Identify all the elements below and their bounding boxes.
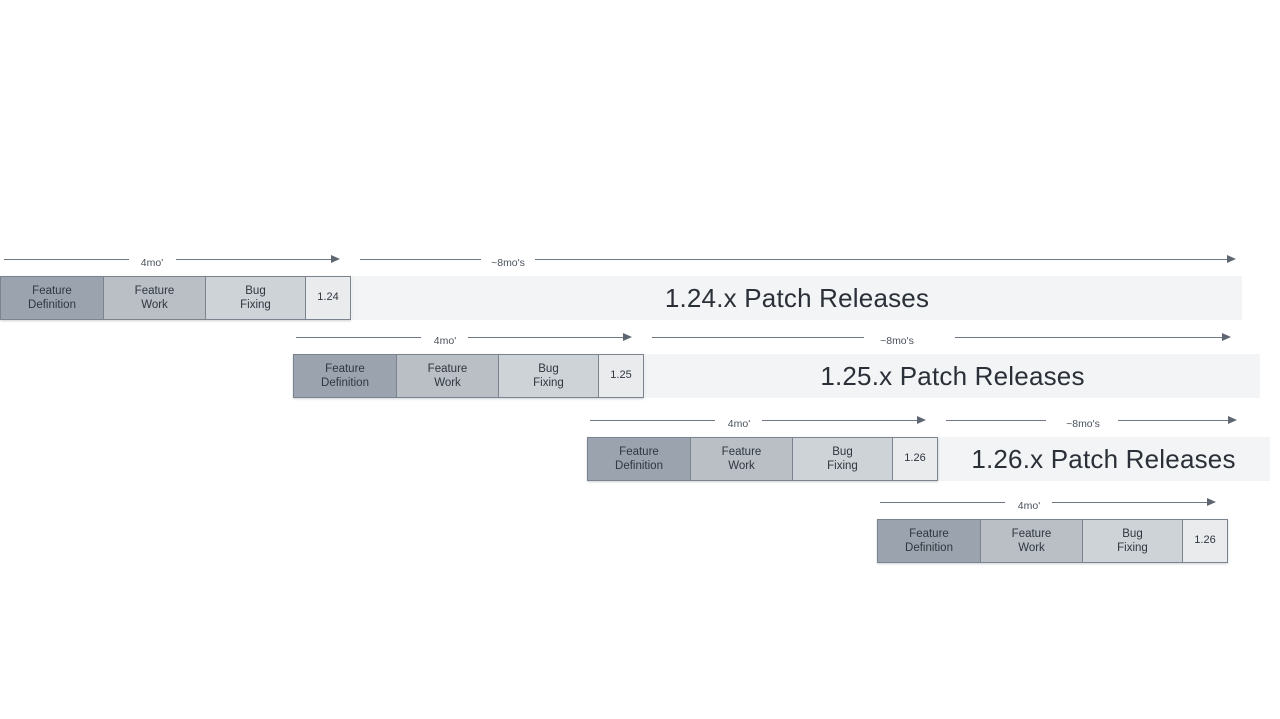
dev-arrow-left-segment-126 (590, 420, 715, 421)
phase-row-126: Feature Definition Feature Work Bug Fixi… (587, 437, 938, 481)
phase-label-line1: Feature (721, 445, 762, 458)
dev-arrow-right-segment-124 (176, 259, 331, 260)
phase-row-124: Feature Definition Feature Work Bug Fixi… (0, 276, 351, 320)
phase-feature-definition-125[interactable]: Feature Definition (293, 354, 397, 398)
phase-label-line2: Fixing (240, 299, 271, 311)
phase-bug-fixing-126[interactable]: Bug Fixing (792, 437, 893, 481)
phase-feature-definition-127[interactable]: Feature Definition (877, 519, 981, 563)
phase-label-line1: Bug (538, 362, 559, 375)
patch-arrow-left-segment-124 (360, 259, 481, 260)
patch-band-126: 1.26.x Patch Releases (937, 437, 1270, 481)
phase-row-125: Feature Definition Feature Work Bug Fixi… (293, 354, 644, 398)
phase-feature-work-124[interactable]: Feature Work (103, 276, 206, 320)
phase-label-line2: Fixing (827, 460, 858, 472)
phase-label-line1: Feature (1011, 527, 1052, 540)
dev-arrow-head-124 (331, 255, 340, 263)
phase-version-126[interactable]: 1.26 (892, 437, 938, 481)
version-label: 1.26 (1194, 534, 1216, 547)
phase-label-line2: Definition (615, 460, 663, 472)
phase-label-line1: Feature (134, 284, 175, 297)
dev-arrow-label-126: 4mo' (727, 418, 751, 430)
phase-version-125[interactable]: 1.25 (598, 354, 644, 398)
patch-band-label-125: 1.25.x Patch Releases (820, 360, 1085, 391)
patch-band-label-126: 1.26.x Patch Releases (971, 443, 1236, 474)
arrow-group-row-127: 4mo' (0, 493, 1240, 515)
phase-label-line1: Feature (909, 527, 949, 540)
phase-feature-work-127[interactable]: Feature Work (980, 519, 1083, 563)
patch-band-124: 1.24.x Patch Releases (352, 276, 1242, 320)
patch-arrow-label-125: ~8mo's (880, 335, 914, 347)
phase-label-line2: Fixing (1117, 542, 1148, 554)
patch-band-label-124: 1.24.x Patch Releases (664, 282, 930, 313)
version-label: 1.26 (904, 452, 926, 465)
dev-arrow-label-127: 4mo' (1017, 500, 1041, 512)
arrow-group-row-125: 4mo' ~8mo's (0, 328, 1236, 350)
phase-label-line1: Bug (1122, 527, 1143, 540)
phase-label-line1: Feature (325, 362, 365, 375)
patch-arrow-label-126: ~8mo's (1066, 418, 1100, 430)
phase-feature-definition-124[interactable]: Feature Definition (0, 276, 104, 320)
phase-feature-work-126[interactable]: Feature Work (690, 437, 793, 481)
dev-arrow-label-125: 4mo' (433, 335, 457, 347)
patch-arrow-head-124 (1227, 255, 1236, 263)
patch-band-125: 1.25.x Patch Releases (645, 354, 1260, 398)
patch-arrow-left-segment-125 (652, 337, 864, 338)
phase-label-line2: Definition (28, 299, 76, 311)
phase-label-line1: Bug (832, 445, 853, 458)
patch-arrow-head-126 (1228, 416, 1237, 424)
dev-arrow-right-segment-127 (1052, 502, 1207, 503)
patch-arrow-head-125 (1222, 333, 1231, 341)
phase-row-127: Feature Definition Feature Work Bug Fixi… (877, 519, 1228, 563)
phase-label-line2: Definition (321, 377, 369, 389)
phase-label-line1: Feature (427, 362, 468, 375)
phase-label-line1: Bug (245, 284, 266, 297)
phase-label-line2: Work (728, 460, 755, 472)
dev-arrow-left-segment-127 (880, 502, 1005, 503)
version-label: 1.24 (317, 291, 339, 304)
phase-bug-fixing-124[interactable]: Bug Fixing (205, 276, 306, 320)
dev-arrow-left-segment-124 (4, 259, 129, 260)
phase-label-line1: Feature (619, 445, 659, 458)
patch-arrow-right-segment-125 (955, 337, 1222, 338)
arrow-group-row-126: 4mo' ~8mo's (0, 411, 1240, 433)
phase-feature-work-125[interactable]: Feature Work (396, 354, 499, 398)
phase-label-line1: Feature (32, 284, 72, 297)
arrow-group-row-124: 4mo' ~8mo's (0, 250, 1236, 272)
phase-bug-fixing-125[interactable]: Bug Fixing (498, 354, 599, 398)
phase-bug-fixing-127[interactable]: Bug Fixing (1082, 519, 1183, 563)
dev-arrow-right-segment-126 (762, 420, 917, 421)
dev-arrow-right-segment-125 (468, 337, 623, 338)
patch-arrow-right-segment-126 (1118, 420, 1228, 421)
version-label: 1.25 (610, 369, 632, 382)
patch-arrow-left-segment-126 (946, 420, 1046, 421)
dev-arrow-label-124: 4mo' (140, 257, 164, 269)
phase-label-line2: Fixing (533, 377, 564, 389)
dev-arrow-head-125 (623, 333, 632, 341)
phase-version-127[interactable]: 1.26 (1182, 519, 1228, 563)
patch-arrow-label-124: ~8mo's (491, 257, 525, 269)
phase-label-line2: Definition (905, 542, 953, 554)
phase-feature-definition-126[interactable]: Feature Definition (587, 437, 691, 481)
dev-arrow-head-127 (1207, 498, 1216, 506)
phase-label-line2: Work (141, 299, 168, 311)
dev-arrow-head-126 (917, 416, 926, 424)
dev-arrow-left-segment-125 (296, 337, 421, 338)
phase-label-line2: Work (1018, 542, 1045, 554)
phase-label-line2: Work (434, 377, 461, 389)
phase-version-124[interactable]: 1.24 (305, 276, 351, 320)
patch-arrow-right-segment-124 (535, 259, 1227, 260)
